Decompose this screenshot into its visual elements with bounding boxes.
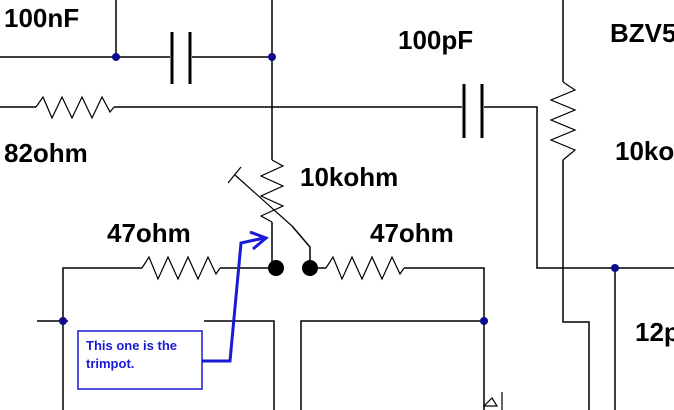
wire-right-resistor-bottom bbox=[562, 160, 590, 410]
junction-nodes bbox=[59, 53, 619, 325]
annotation-arrow-line bbox=[202, 236, 265, 363]
label-100pF: 100pF bbox=[398, 25, 473, 55]
label-100nF: 100nF bbox=[4, 3, 79, 33]
trimpot-terminal-left bbox=[268, 260, 284, 276]
wire-47ohm-right-outer bbox=[404, 267, 485, 410]
node-dot bbox=[611, 264, 619, 272]
node-dot bbox=[112, 53, 120, 61]
wire-lower-left-bus bbox=[204, 320, 275, 410]
wire-lower-right-bus bbox=[300, 320, 484, 410]
capacitor-100pF bbox=[462, 84, 484, 138]
resistor-82ohm bbox=[35, 95, 115, 120]
label-12p: 12p bbox=[635, 317, 674, 347]
label-82ohm: 82ohm bbox=[4, 138, 88, 168]
annotation-line-1: This one is the bbox=[86, 338, 177, 353]
label-47ohm-left: 47ohm bbox=[107, 218, 191, 248]
trimpot-arrow-tick bbox=[227, 166, 242, 184]
partial-diode-icon bbox=[482, 397, 499, 407]
annotation-line-2: trimpot. bbox=[86, 356, 134, 371]
label-zener: BZV5 bbox=[610, 18, 674, 48]
node-dot bbox=[59, 317, 67, 325]
wire-47ohm-left-outer bbox=[62, 267, 142, 410]
trimpot-arrow-icon bbox=[234, 174, 293, 227]
annotation-box bbox=[77, 330, 203, 390]
wire-100pF-right bbox=[484, 106, 674, 269]
label-47ohm-right: 47ohm bbox=[370, 218, 454, 248]
node-dot bbox=[480, 317, 488, 325]
resistor-47ohm-left bbox=[141, 255, 221, 281]
resistor-10kohm-right bbox=[549, 81, 577, 161]
trimpot-terminal-right bbox=[302, 260, 318, 276]
node-dot bbox=[268, 53, 276, 61]
label-10kohm-trimpot: 10kohm bbox=[300, 162, 398, 192]
resistor-47ohm-right bbox=[325, 255, 405, 281]
trimpot-10kohm bbox=[259, 159, 285, 223]
label-10kohm-right: 10ko bbox=[615, 136, 674, 166]
annotation-arrow-head-icon bbox=[249, 230, 269, 251]
trimpot-annotation: This one is the trimpot. bbox=[77, 230, 269, 390]
capacitor-100nF bbox=[170, 32, 192, 84]
